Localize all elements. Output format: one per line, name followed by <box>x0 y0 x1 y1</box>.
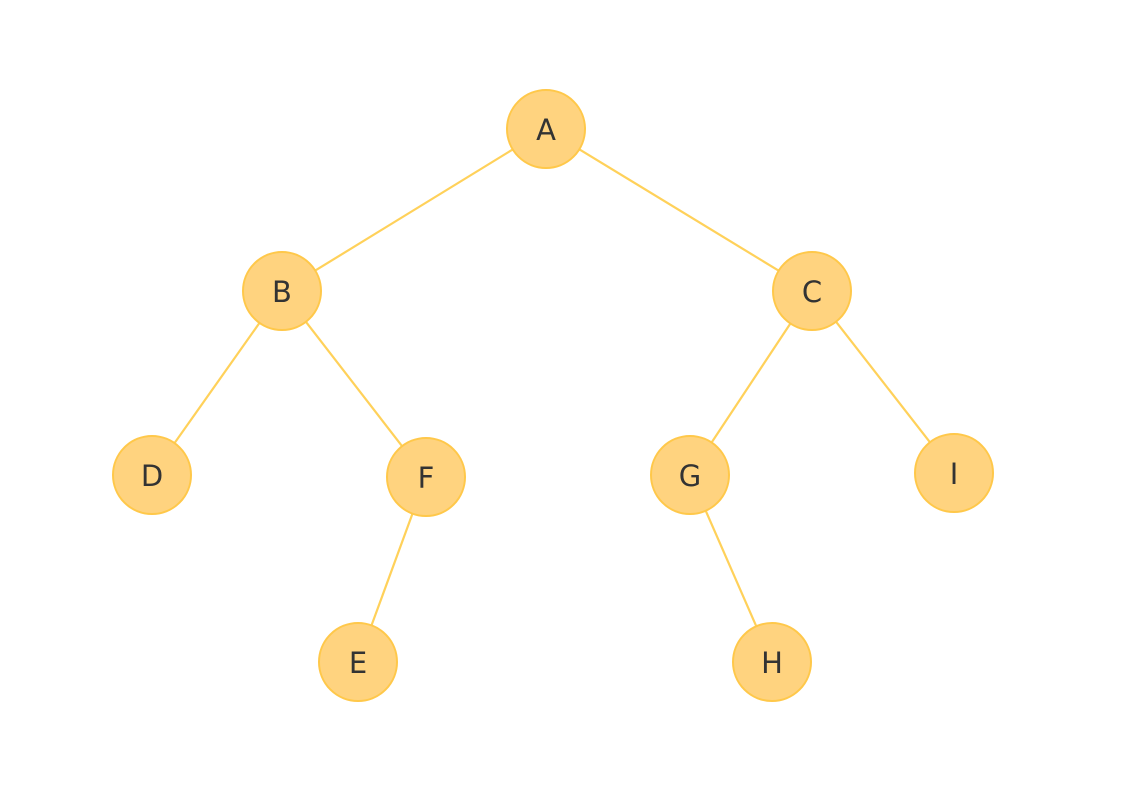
node-circle-a <box>506 89 586 169</box>
tree-node-c: C <box>772 251 852 331</box>
edge-c-g <box>710 322 792 444</box>
edge-b-d <box>173 321 261 445</box>
edge-c-i <box>834 320 932 444</box>
tree-node-d: D <box>112 435 192 515</box>
node-label-e: E <box>349 646 367 680</box>
edge-g-h <box>704 509 758 628</box>
tree-node-a: A <box>506 89 586 169</box>
tree-node-i: I <box>914 433 994 513</box>
node-label-d: D <box>141 459 163 493</box>
node-label-f: F <box>418 461 435 495</box>
tree-node-f: F <box>386 437 466 517</box>
node-label-c: C <box>802 275 822 309</box>
node-circle-h <box>732 622 812 702</box>
node-circle-f <box>386 437 466 517</box>
node-label-g: G <box>679 459 701 493</box>
edge-a-c <box>578 148 780 272</box>
tree-node-h: H <box>732 622 812 702</box>
node-layer: A B C D F G I E H <box>112 89 994 702</box>
node-circle-b <box>242 251 322 331</box>
edge-a-b <box>314 148 514 272</box>
edge-layer <box>173 148 932 628</box>
node-label-h: H <box>761 646 783 680</box>
edge-f-e <box>370 512 414 627</box>
node-circle-i <box>914 433 994 513</box>
node-circle-e <box>318 622 398 702</box>
tree-node-b: B <box>242 251 322 331</box>
tree-node-e: E <box>318 622 398 702</box>
node-circle-d <box>112 435 192 515</box>
edge-b-f <box>304 320 404 448</box>
node-circle-c <box>772 251 852 331</box>
node-circle-g <box>650 435 730 515</box>
node-label-a: A <box>536 113 556 147</box>
tree-node-g: G <box>650 435 730 515</box>
node-label-i: I <box>950 457 959 491</box>
node-label-b: B <box>272 275 292 309</box>
